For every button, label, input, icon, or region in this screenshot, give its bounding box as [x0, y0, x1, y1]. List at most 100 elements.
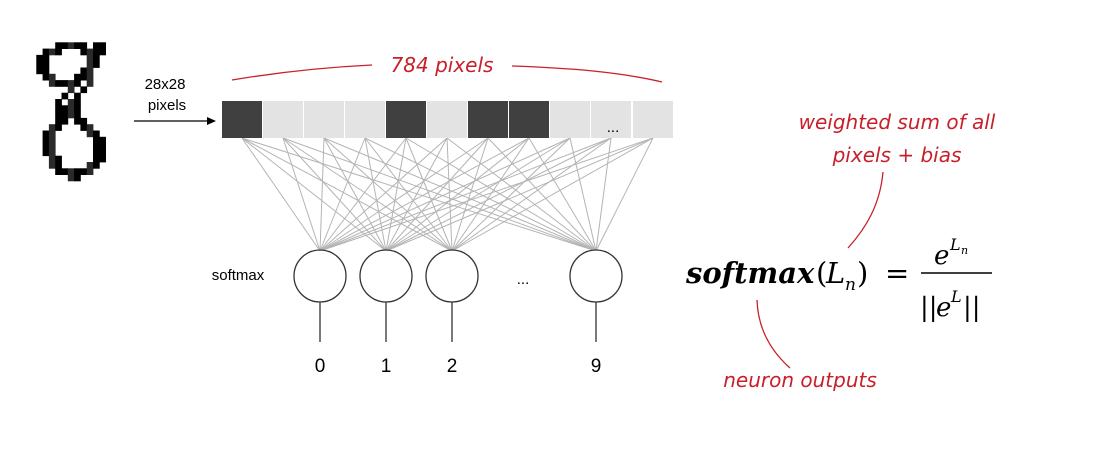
output-class-label: 2 [447, 356, 458, 377]
digit-pixel [61, 42, 69, 49]
input-arrow-head [207, 117, 216, 125]
digit-pixel [67, 111, 75, 119]
digit-pixel [99, 136, 106, 144]
weight-connection [319, 137, 407, 252]
digit-pixel [93, 61, 100, 68]
weight-connection [451, 137, 530, 252]
digit-pixel [86, 67, 94, 75]
input-pixel [509, 101, 549, 138]
output-class-label: 9 [591, 356, 602, 377]
neuron-outputs-pointer [756, 299, 791, 369]
digit-pixel [55, 80, 62, 87]
digit-pixel [80, 86, 88, 94]
digit-pixel [93, 149, 100, 157]
digit-pixel [80, 48, 88, 56]
input-pixel [345, 101, 385, 138]
formula-denominator-exp: L [950, 287, 962, 306]
input-pixel [591, 101, 631, 138]
digit-pixel [36, 61, 43, 68]
weight-connection [364, 137, 387, 252]
weight-connection [319, 137, 571, 252]
output-neurons: 0 1 2 9 [293, 249, 623, 377]
digit-pixel [74, 111, 81, 119]
formula-equals: = [885, 256, 909, 290]
input-pixel-row [222, 101, 631, 138]
input-pixel [550, 101, 590, 138]
formula-denominator-right: || [963, 293, 981, 323]
digit-pixel [74, 73, 81, 81]
input-pixel [386, 101, 426, 138]
formula-open-paren: ( [816, 256, 827, 290]
formula-numerator-exp-base: L [949, 235, 961, 254]
weight-connection [405, 137, 453, 252]
weight-connection [405, 137, 597, 252]
softmax-formula: softmax ( L n ) = e L n || e L || [685, 235, 992, 323]
digit-pixel [67, 86, 75, 94]
digit-pixel [86, 80, 94, 87]
digit-pixel [48, 149, 56, 157]
weight-connection [385, 137, 571, 252]
input-pixel [222, 101, 262, 138]
digit-pixel [93, 130, 100, 138]
input-pixel [263, 101, 303, 138]
formula-arg-sub: n [845, 275, 856, 295]
digit-pixel [74, 80, 81, 87]
digit-pixel [74, 105, 81, 112]
digit-pixel [55, 111, 62, 119]
formula-numerator-base: e [934, 241, 949, 271]
formula-close-paren: ) [857, 256, 868, 290]
weight-connections [241, 137, 654, 252]
digit-pixel [93, 162, 100, 169]
formula-function-name: softmax [685, 256, 815, 290]
weight-connection [528, 137, 597, 252]
pixel-count-bracket-left [231, 64, 373, 81]
digit-pixel [86, 124, 94, 131]
digit-pixel [55, 42, 62, 49]
digit-pixel [61, 80, 69, 87]
digit-pixel [42, 149, 50, 157]
digit-pixel [67, 42, 75, 49]
digit-pixel [80, 73, 88, 81]
digit-pixel [48, 73, 56, 81]
digit-pixel [55, 124, 62, 131]
formula-arg-base: L [825, 256, 845, 290]
digit-pixel [55, 99, 62, 106]
digit-pixel [61, 105, 69, 112]
weight-connection [487, 137, 597, 252]
weight-connection [385, 137, 612, 252]
digit-pixel [86, 61, 94, 68]
digit-pixel [99, 155, 106, 163]
output-class-label: 0 [315, 356, 326, 377]
digit-pixel [93, 155, 100, 163]
pixel-count-bracket-right [511, 65, 663, 83]
formula-denominator-base: e [936, 293, 951, 323]
neuron [359, 249, 413, 303]
digit-pixel [67, 99, 75, 106]
digit-pixel [86, 48, 94, 56]
digit-pixel [42, 73, 50, 81]
digit-pixel [74, 117, 81, 125]
input-size-label-line1: 28x28 [145, 76, 186, 93]
neuron [569, 249, 623, 303]
digit-pixel [42, 136, 50, 144]
output-class-label: 1 [381, 356, 392, 377]
neuron [425, 249, 479, 303]
digit-pixel [55, 168, 62, 175]
digit-pixel [61, 111, 69, 119]
digit-pixel [48, 162, 56, 169]
digit-pixel [61, 92, 69, 100]
digit-pixel [42, 130, 50, 138]
weight-connection [319, 137, 530, 252]
pixel-row-ellipsis: ... [607, 119, 620, 136]
digit-pixel [80, 124, 88, 131]
digit-pixel [80, 42, 88, 49]
weight-connection [319, 137, 325, 252]
pixel-count-label: 784 pixels [391, 53, 494, 77]
digit-pixel [55, 48, 62, 56]
weight-connection [385, 137, 654, 252]
neuron [293, 249, 347, 303]
digit-pixel [48, 143, 56, 150]
digit-pixel [93, 42, 100, 49]
weight-connection [364, 137, 597, 252]
